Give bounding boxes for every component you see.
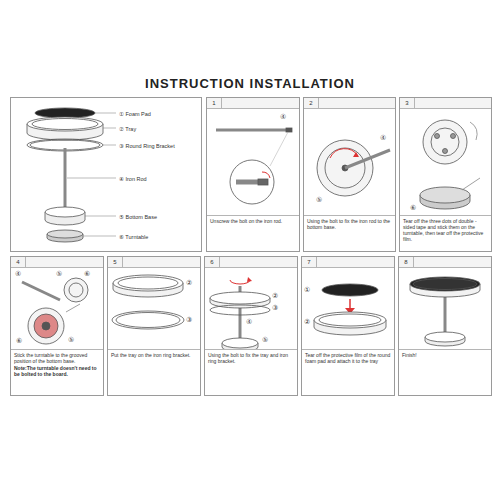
step-caption: Unscrew the bolt on the iron rod. [207,215,299,251]
step-number: 3 [400,98,415,108]
part-name: ③ Round Ring Bracket [119,142,175,150]
callout-number: ⑤ [56,270,62,278]
callout-number: ④ [15,270,21,278]
caption-text: Put the tray on the iron ring bracket. [111,352,197,358]
callout-number: ④ [280,113,286,121]
callout-number: ② [272,292,278,300]
step-header: 1 [207,98,299,109]
callout-number: ② [304,318,310,326]
note-text: Note:The turntable doesn't need to be bo… [14,365,100,377]
callout-number: ③ [272,304,278,312]
step-header: 3 [400,98,491,109]
step-header: 2 [304,98,395,109]
step-panel: 5Put the tray on the iron ring bracket. [107,256,201,396]
callout-number: ⑤ [262,336,268,344]
callout-number: ④ [380,134,386,142]
step-number: 4 [11,257,26,267]
step-panel: 3Tear off the three dots of double -side… [399,97,492,252]
callout-number: ⑤ [68,336,74,344]
callout-number: ④ [246,318,252,326]
callout-number: ⑥ [84,270,90,278]
step-number: 1 [207,98,222,108]
step-panel: 2Using the bolt to fix the iron rod to t… [303,97,396,252]
step-number: 6 [205,257,220,267]
caption-text: Tear off the protective film of the roun… [305,352,391,364]
step-number: 2 [304,98,319,108]
callout-number: ⑥ [16,337,22,345]
step-number: 8 [399,257,414,267]
step-caption: Finish! [399,349,491,395]
part-name: ⑥ Turntable [119,233,148,241]
caption-text: Using the bolt to fix the iron rod to th… [307,218,392,230]
parts-panel: ① Foam Pad ② Tray ③ Round Ring Bracket ④ Ir… [10,97,202,252]
caption-text: Stick the turntable to the grooved posit… [14,352,100,364]
step-panel: 8Finish! [398,256,492,396]
step-number: 7 [302,257,317,267]
step-header: 6 [205,257,297,268]
part-name: ⑤ Bottom Base [119,213,157,221]
step-caption: Using the bolt to fix the iron rod to th… [304,215,395,251]
step-caption: Put the tray on the iron ring bracket. [108,349,200,395]
callout-number: ② [186,279,192,287]
step-caption: Stick the turntable to the grooved posit… [11,349,103,395]
step-caption: Tear off the protective film of the roun… [302,349,394,395]
step-header: 4 [11,257,103,268]
step-caption: Tear off the three dots of double -sided… [400,215,491,251]
title: INSTRUCTION INSTALLATION [0,76,500,91]
caption-text: Using the bolt to fix the tray and iron … [208,352,294,364]
part-name: ② Tray [119,125,136,133]
step-panel: 7Tear off the protective film of the rou… [301,256,395,396]
caption-text: Tear off the three dots of double -sided… [403,218,488,242]
step-header: 8 [399,257,491,268]
callout-number: ⑥ [410,204,416,212]
step-header: 5 [108,257,200,268]
callout-number: ① [304,286,310,294]
step-number: 5 [108,257,123,267]
part-name: ① Foam Pad [119,110,151,118]
caption-text: Finish! [402,352,488,358]
callout-number: ⑤ [316,196,322,204]
step-panel: 6Using the bolt to fix the tray and iron… [204,256,298,396]
callout-number: ③ [186,316,192,324]
step-header: 7 [302,257,394,268]
caption-text: Unscrew the bolt on the iron rod. [210,218,296,224]
step-caption: Using the bolt to fix the tray and iron … [205,349,297,395]
part-name: ④ Iron Rod [119,175,147,183]
